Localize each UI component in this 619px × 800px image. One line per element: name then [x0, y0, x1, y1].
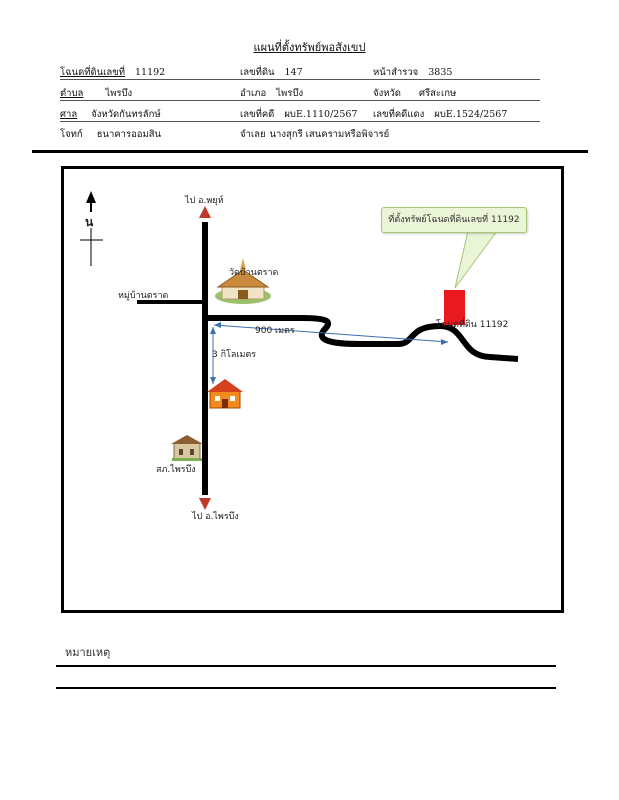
district-field: อำเภอไพรบึง — [240, 88, 304, 99]
south-direction-arrow-icon — [199, 498, 211, 510]
distance-arrow-900m — [213, 322, 449, 345]
to-south-label: ไป อ.ไพรบึง — [192, 512, 239, 522]
temple-label: วัดบ้านตราด — [229, 268, 279, 278]
distance-900m-label: 900 เมตร — [255, 326, 295, 336]
info-row-4: โจทก์ธนาคารออมสิน จำเลยนางสุกรี เสนครามห… — [60, 127, 540, 142]
court-field: ศาลจังหวัดกันทรลักษ์ — [60, 109, 161, 120]
black-case-field: เลขที่คดีผบE.1110/2567 — [240, 109, 358, 120]
notes-line-2 — [56, 687, 556, 689]
temple-icon — [215, 258, 271, 304]
info-row-3: ศาลจังหวัดกันทรลักษ์ เลขที่คดีผบE.1110/2… — [60, 107, 540, 122]
parcel-label: โฉนดที่ดิน 11192 — [436, 320, 509, 330]
subdistrict-field: ตำบลไพรบึง — [60, 88, 133, 99]
parcel-marker — [444, 290, 465, 325]
building-icon — [171, 435, 203, 461]
callout-pointer — [454, 230, 498, 289]
defendant-field: จำเลยนางสุกรี เสนครามหรือพิจารย์ — [240, 129, 390, 140]
police-station-icon — [207, 379, 243, 409]
header-separator — [32, 150, 588, 153]
page-title: แผนที่ตั้งทรัพย์พอสังเขป — [253, 41, 366, 54]
deed-field: โฉนดที่ดินเลขที่11192 — [60, 67, 166, 78]
distance-3km-label: 3 กิโลเมตร — [212, 350, 257, 360]
notes-label: หมายเหตุ — [65, 646, 111, 659]
police-label: สภ.ไพรบึง — [156, 465, 196, 475]
plaintiff-field: โจทก์ธนาคารออมสิน — [60, 129, 162, 140]
north-direction-arrow-icon — [199, 206, 211, 218]
notes-line-1 — [56, 665, 556, 667]
village-label: หมู่บ้านตราด — [118, 291, 169, 301]
north-label: น — [85, 215, 94, 229]
info-row-2: ตำบลไพรบึง อำเภอไพรบึง จังหวัดศรีสะเกษ — [60, 86, 540, 101]
province-field: จังหวัดศรีสะเกษ — [373, 88, 457, 99]
access-road — [205, 315, 519, 362]
map-frame — [61, 166, 564, 613]
red-case-field: เลขที่คดีแดงผบE.1524/2567 — [373, 109, 508, 120]
to-north-label: ไป อ.พยุห์ — [185, 196, 224, 206]
north-arrow-icon — [80, 191, 103, 266]
parcel-callout: ที่ตั้งทรัพย์โฉนดที่ดินเลขที่ 11192 — [381, 207, 527, 233]
distance-arrow-3km — [210, 327, 216, 384]
